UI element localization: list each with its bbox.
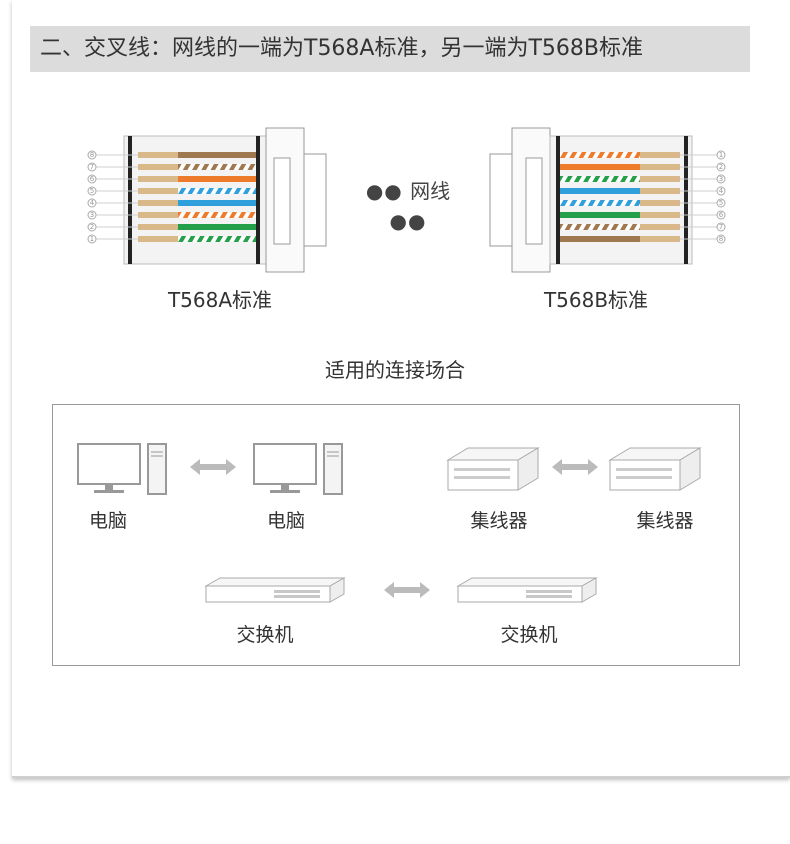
t568b-connector: 1 2 3 4 5 6 7 8 <box>489 127 726 273</box>
double-arrow-icon <box>552 459 598 475</box>
hub-icon <box>446 447 540 491</box>
pin-number: 5 <box>90 187 94 195</box>
pin-number: 1 <box>719 151 723 159</box>
scenarios-title: 适用的连接场合 <box>325 358 465 382</box>
pin-number: 2 <box>90 223 94 231</box>
pin-number: 4 <box>719 187 724 195</box>
content-card <box>12 0 790 778</box>
hub-icon <box>608 447 702 491</box>
pin-number: 6 <box>719 211 724 219</box>
t568a-label: T568A标准 <box>167 288 273 312</box>
t568b-wires <box>560 152 680 242</box>
pin-number: 8 <box>90 151 94 159</box>
pc-a-label: 电脑 <box>88 510 127 532</box>
cable-connector: ●● 网线 ●● <box>346 176 470 233</box>
scenarios-box <box>52 404 740 666</box>
double-arrow-icon <box>384 582 430 598</box>
hub-b-label: 集线器 <box>636 510 694 532</box>
t568a-pin-numbers: 8 7 6 5 4 3 2 1 <box>90 151 95 243</box>
t568b-pin-numbers: 1 2 3 4 5 6 7 8 <box>719 151 724 243</box>
computer-icon <box>253 443 343 495</box>
switch-b-label: 交换机 <box>500 624 558 646</box>
pin-number: 2 <box>719 163 723 171</box>
cable-label: 网线 <box>410 179 451 203</box>
pc-b-label: 电脑 <box>266 510 305 532</box>
switch-icon <box>204 577 346 603</box>
pin-number: 1 <box>90 235 94 243</box>
t568a-connector: 8 7 6 5 4 3 2 1 <box>87 127 327 273</box>
computer-icon <box>77 443 167 495</box>
switch-icon <box>456 577 598 603</box>
hub-a-label: 集线器 <box>470 510 528 532</box>
t568a-wires <box>138 152 256 242</box>
pin-number: 6 <box>90 175 95 183</box>
pin-number: 7 <box>90 163 94 171</box>
switch-a-label: 交换机 <box>236 624 294 646</box>
pin-number: 8 <box>719 235 723 243</box>
t568b-label: T568B标准 <box>543 288 649 312</box>
dots-icon: ●● <box>365 179 411 203</box>
pin-number: 3 <box>719 175 723 183</box>
pin-number: 7 <box>719 223 723 231</box>
section-banner: 二、交叉线：网线的一端为T568A标准，另一端为T568B标准 <box>30 26 750 72</box>
pin-number: 5 <box>719 199 723 207</box>
pin-number: 4 <box>90 199 95 207</box>
dots-icon: ●● <box>389 209 427 233</box>
pin-number: 3 <box>90 211 94 219</box>
double-arrow-icon <box>190 459 236 475</box>
